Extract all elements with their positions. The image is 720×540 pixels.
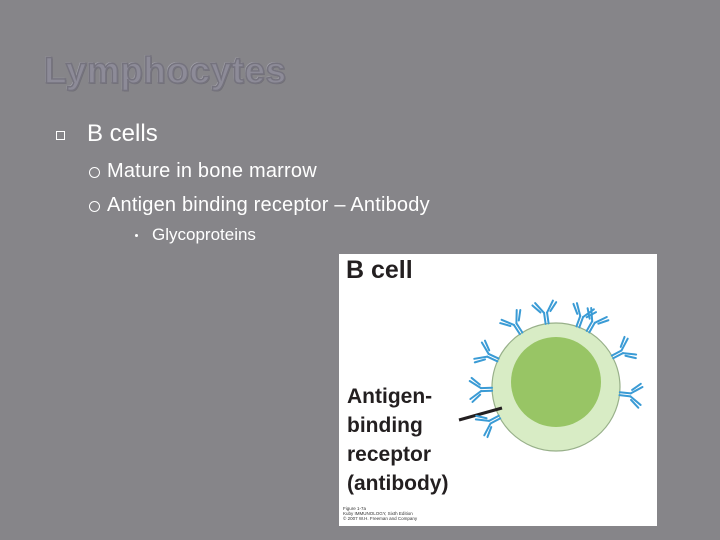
slide-title: Lymphocytes	[43, 49, 287, 92]
antibody-icon	[468, 376, 494, 403]
sub-bullet-text: Antigen binding receptor – Antibody	[107, 194, 430, 216]
label-line: binding	[347, 414, 423, 437]
figure-label: Antigen- binding receptor (antibody)	[347, 382, 448, 498]
label-line: (antibody)	[347, 472, 449, 495]
circle-bullet-icon	[89, 200, 100, 212]
antibody-icon	[531, 299, 558, 325]
antibody-icon	[618, 382, 644, 409]
credit-line: Kuby IMMUNOLOGY, Sixth Edition	[343, 511, 413, 516]
antibody-icon	[499, 308, 524, 336]
figure-credit: Figure 1-7a Kuby IMMUNOLOGY, Sixth Editi…	[343, 506, 417, 521]
antibody-icon	[473, 339, 500, 364]
b-cell-diagram	[458, 299, 644, 452]
antibody-icon	[474, 414, 502, 439]
sub-bullet-text: Mature in bone marrow	[107, 160, 317, 182]
credit-line: Figure 1-7a	[343, 506, 367, 511]
figure-title: B cell	[346, 256, 413, 284]
sub-bullet-antigen: Antigen binding receptor – Antibody	[89, 194, 430, 217]
cell-nucleus	[511, 337, 601, 427]
label-line: Antigen-	[347, 385, 433, 408]
sub-sub-bullet-glycoproteins: Glycoproteins	[135, 225, 256, 245]
antibody-receptors	[468, 299, 644, 439]
antibody-icon	[610, 335, 638, 360]
sub-sub-bullet-text: Glycoproteins	[152, 225, 256, 244]
bullet-b-cells: B cells	[56, 120, 158, 148]
label-pointer-line	[458, 406, 503, 422]
sub-bullet-mature: Mature in bone marrow	[89, 160, 317, 183]
antibody-icon	[572, 302, 598, 329]
square-bullet-icon	[56, 130, 65, 140]
b-cell-figure: B cell Antigen- binding receptor (antibo…	[339, 254, 657, 526]
bullet-text: B cells	[87, 120, 158, 147]
dot-bullet-icon	[135, 233, 138, 237]
label-line: receptor	[347, 443, 432, 466]
circle-bullet-icon	[89, 166, 100, 178]
credit-line: © 2007 W.H. Freeman and Company	[343, 516, 418, 521]
